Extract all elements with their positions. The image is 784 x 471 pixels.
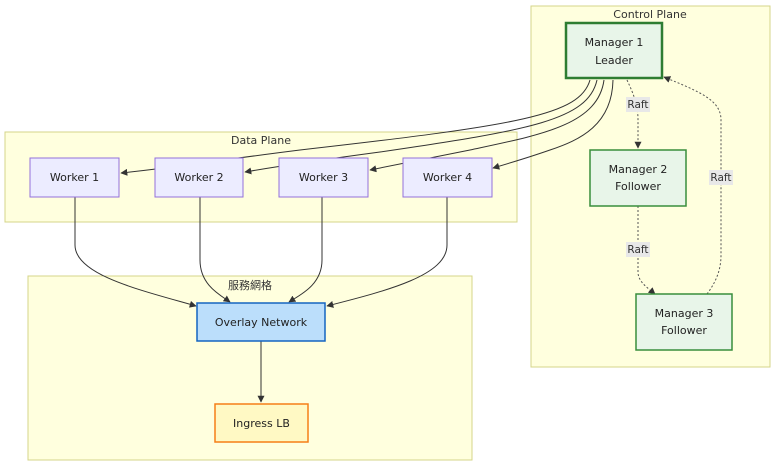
edge-label-raft-2: Raft bbox=[626, 242, 650, 257]
edge-label-raft-1: Raft bbox=[626, 97, 650, 112]
svg-text:Raft: Raft bbox=[627, 99, 648, 111]
edge-manager3-manager1 bbox=[663, 76, 722, 295]
node-manager2[interactable]: Manager 2 Follower bbox=[589, 149, 687, 207]
edge-manager1-worker4 bbox=[492, 79, 614, 170]
node-worker4[interactable]: Worker 4 bbox=[402, 157, 493, 198]
edge-manager1-worker3 bbox=[369, 79, 605, 173]
svg-text:Worker 4: Worker 4 bbox=[423, 171, 472, 184]
svg-text:Manager 3: Manager 3 bbox=[655, 307, 714, 320]
edge-worker4-overlay bbox=[326, 197, 448, 308]
svg-text:Manager 1: Manager 1 bbox=[585, 36, 644, 49]
cluster-label-control-plane: Control Plane bbox=[613, 8, 687, 21]
svg-text:Overlay Network: Overlay Network bbox=[215, 316, 308, 329]
node-manager1[interactable]: Manager 1 Leader bbox=[564, 21, 664, 80]
svg-text:Follower: Follower bbox=[661, 324, 707, 337]
node-worker3[interactable]: Worker 3 bbox=[278, 157, 369, 198]
cluster-label-data-plane: Data Plane bbox=[231, 134, 291, 147]
svg-text:Raft: Raft bbox=[710, 172, 731, 184]
svg-text:Leader: Leader bbox=[595, 54, 633, 67]
svg-text:Worker 1: Worker 1 bbox=[50, 171, 99, 184]
node-worker2[interactable]: Worker 2 bbox=[154, 157, 244, 198]
svg-text:Worker 3: Worker 3 bbox=[299, 171, 348, 184]
svg-text:Raft: Raft bbox=[627, 244, 648, 256]
edge-worker1-overlay bbox=[74, 197, 197, 308]
edge-label-raft-3: Raft bbox=[709, 170, 733, 185]
svg-text:Follower: Follower bbox=[615, 180, 661, 193]
svg-text:Manager 2: Manager 2 bbox=[609, 163, 668, 176]
node-worker1[interactable]: Worker 1 bbox=[29, 157, 120, 198]
svg-text:Ingress LB: Ingress LB bbox=[233, 417, 290, 430]
node-ingress-lb[interactable]: Ingress LB bbox=[214, 403, 309, 443]
edge-worker2-overlay bbox=[199, 197, 231, 303]
cluster-label-service-mesh: 服務網格 bbox=[228, 278, 272, 292]
node-overlay-network[interactable]: Overlay Network bbox=[196, 302, 326, 342]
svg-text:Worker 2: Worker 2 bbox=[174, 171, 223, 184]
edge-worker3-overlay bbox=[288, 197, 323, 303]
node-manager3[interactable]: Manager 3 Follower bbox=[635, 293, 733, 351]
